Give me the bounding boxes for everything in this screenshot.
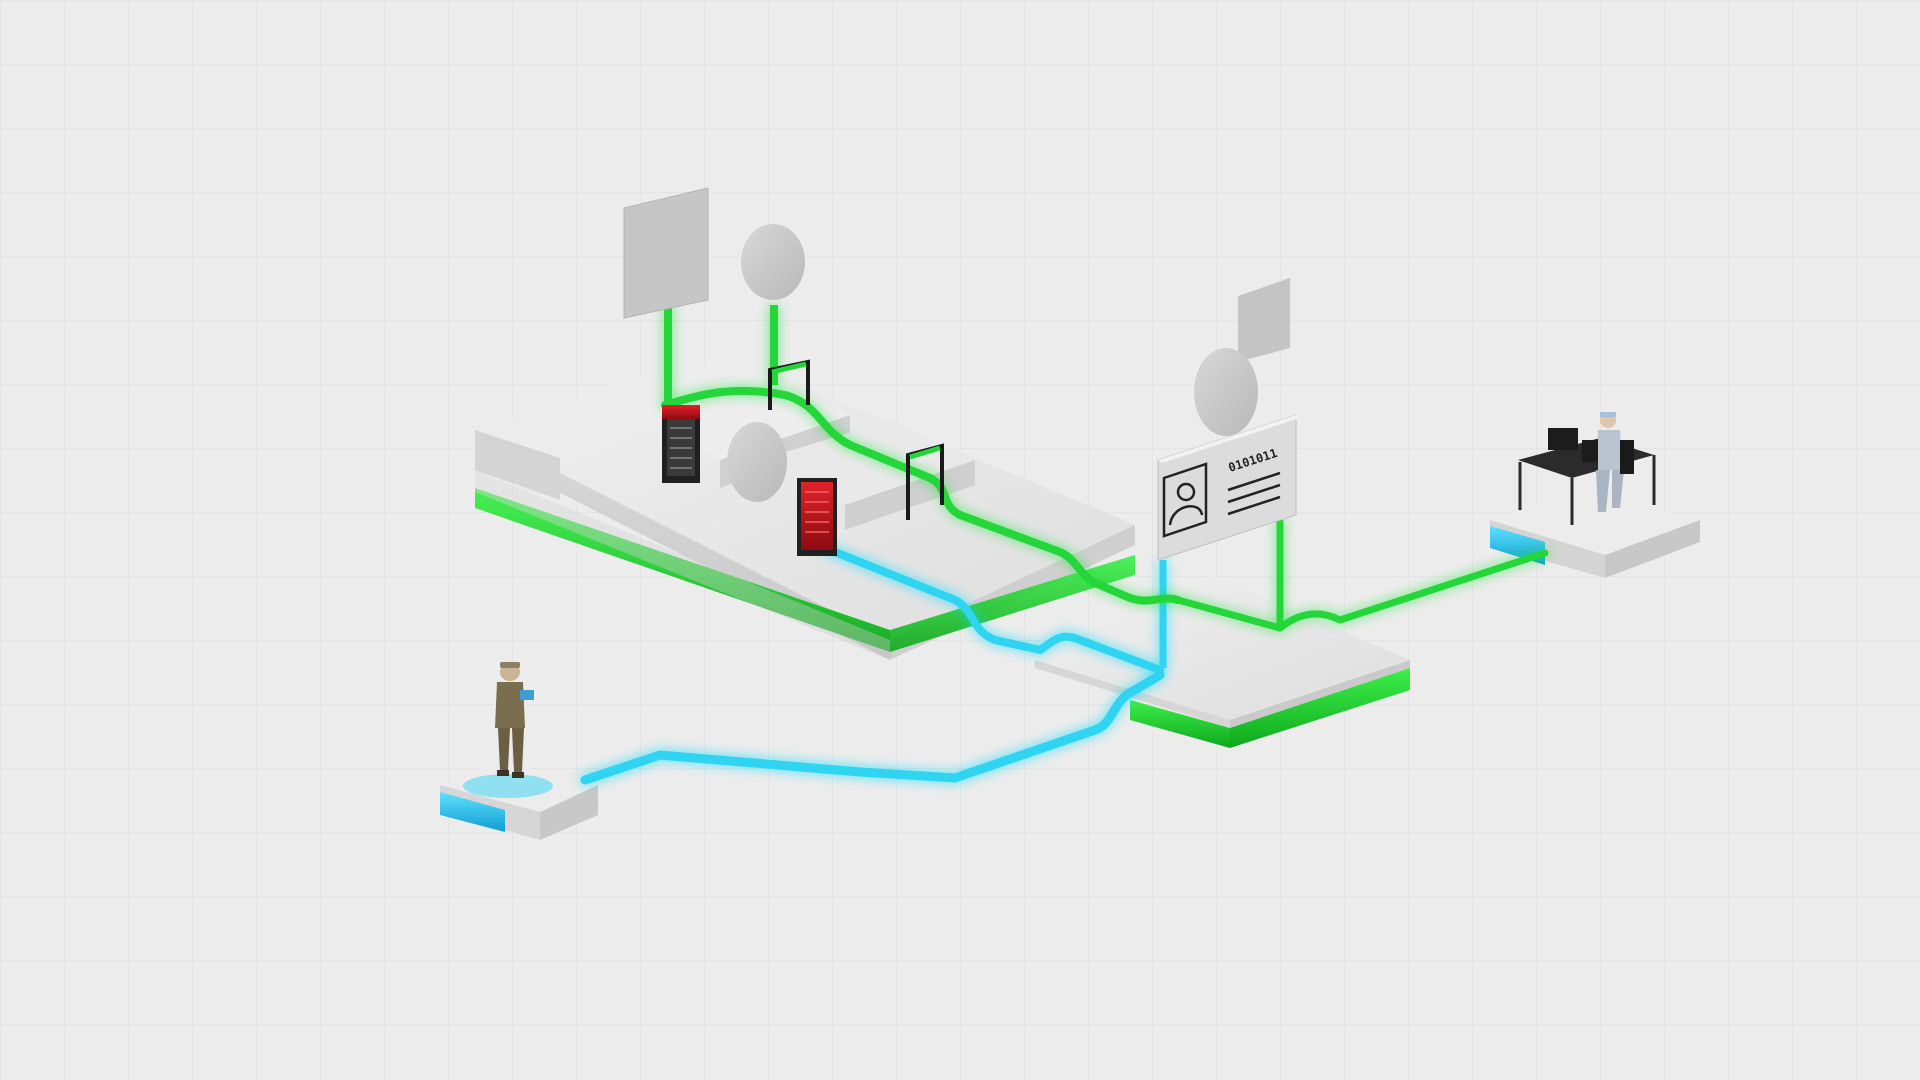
soldier-with-tablet-icon — [495, 662, 534, 778]
green-arch-gates — [768, 359, 944, 520]
soldier-pedestal — [440, 760, 598, 840]
green-cable-operator — [1276, 549, 1549, 632]
cyan-band-soldier — [440, 792, 505, 832]
square-sign — [623, 187, 709, 319]
id-card-lines — [1227, 471, 1281, 516]
green-cables — [661, 303, 1549, 632]
cyan-cable-gate — [821, 544, 1164, 674]
security-gate-upper — [662, 405, 700, 483]
id-card-icon — [1162, 462, 1208, 538]
green-cable-main — [661, 386, 1182, 605]
id-disc-sign — [1194, 348, 1258, 436]
green-band-center — [1130, 700, 1230, 748]
cyan-cables — [580, 544, 1167, 785]
cyan-cable-soldier — [580, 670, 1165, 785]
sign-post-disc — [770, 305, 778, 385]
disc-sign — [741, 224, 805, 300]
operator-at-desk-icon — [1518, 412, 1656, 525]
security-gate-lower — [797, 478, 837, 556]
id-square-sign — [1238, 278, 1290, 362]
disc-sign-lower — [727, 422, 787, 502]
id-card-panel: 0101011 — [1157, 414, 1300, 561]
sign-post-square — [664, 303, 672, 403]
